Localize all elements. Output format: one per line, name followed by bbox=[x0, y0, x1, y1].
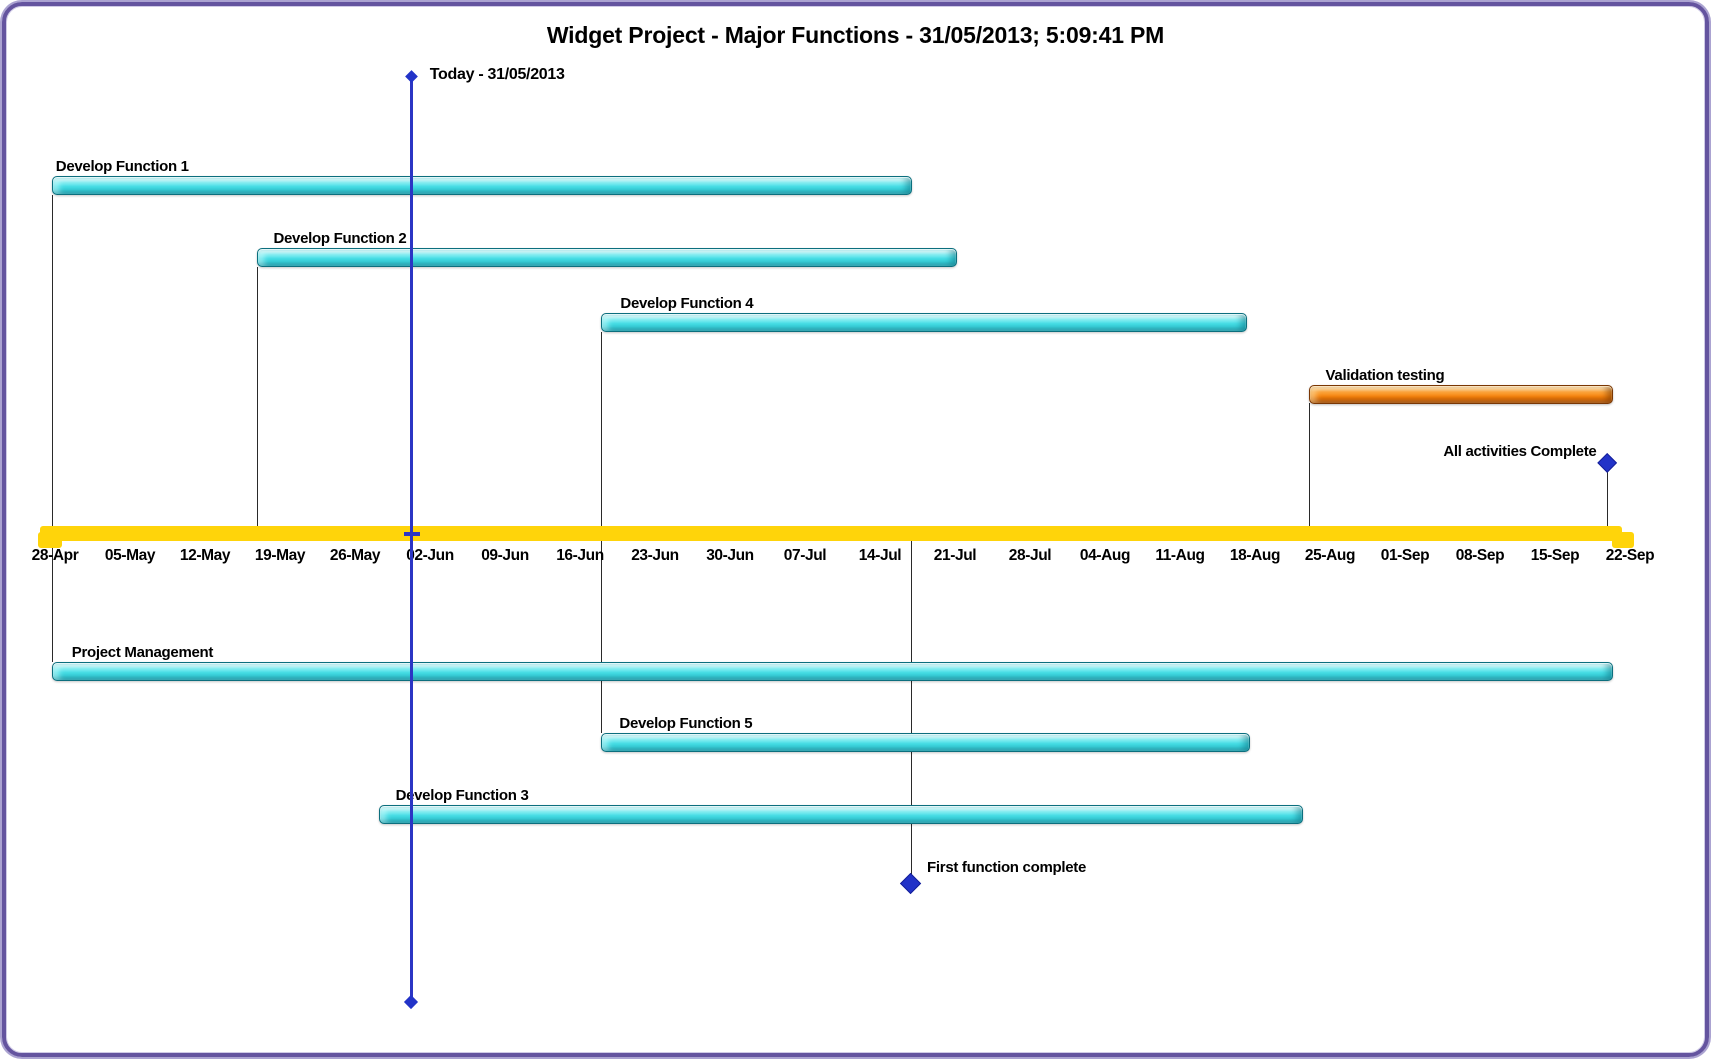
task-bar-develop-function-1 bbox=[51, 176, 913, 195]
milestone-label: All activities Complete bbox=[1443, 443, 1597, 460]
axis-tick-label: 25-Aug bbox=[1304, 547, 1356, 564]
task-bar-develop-function-4 bbox=[601, 313, 1248, 332]
task-bar-develop-function-5 bbox=[601, 733, 1250, 752]
axis-tick-label: 16-Jun bbox=[556, 547, 604, 564]
axis-tick-label: 23-Jun bbox=[631, 547, 679, 564]
today-label: Today - 31/05/2013 bbox=[429, 66, 565, 83]
task-label: Develop Function 3 bbox=[395, 787, 529, 804]
axis-tick-label: 12-May bbox=[179, 547, 231, 564]
time-axis-bar bbox=[40, 526, 1622, 541]
time-axis-end-cap bbox=[1612, 532, 1634, 548]
task-bar-project-management bbox=[51, 662, 1613, 681]
axis-tick-label: 04-Aug bbox=[1079, 547, 1131, 564]
axis-tick-label: 14-Jul bbox=[858, 547, 902, 564]
task-label: Develop Function 2 bbox=[273, 230, 407, 247]
milestone-label: First function complete bbox=[927, 859, 1086, 876]
connector-line bbox=[1308, 403, 1310, 538]
time-axis-start-cap bbox=[38, 532, 62, 548]
today-line-bottom-diamond bbox=[404, 994, 419, 1010]
milestone-diamond-1 bbox=[1597, 452, 1618, 474]
axis-tick-label: 01-Sep bbox=[1380, 547, 1430, 564]
axis-tick-label: 19-May bbox=[254, 547, 306, 564]
connector-line bbox=[1607, 472, 1609, 538]
task-label: Project Management bbox=[71, 644, 214, 661]
task-label: Develop Function 4 bbox=[620, 295, 754, 312]
axis-tick-label: 21-Jul bbox=[933, 547, 977, 564]
task-label: Develop Function 5 bbox=[619, 715, 753, 732]
today-line-top-diamond bbox=[404, 70, 418, 83]
connector-line bbox=[51, 195, 53, 662]
axis-tick-label: 09-Jun bbox=[481, 547, 529, 564]
axis-tick-label: 30-Jun bbox=[706, 547, 754, 564]
axis-tick-label: 05-May bbox=[104, 547, 156, 564]
connector-line bbox=[911, 538, 913, 874]
axis-tick-label: 11-Aug bbox=[1155, 547, 1205, 564]
task-bar-validation-testing bbox=[1308, 385, 1613, 404]
axis-tick-label: 26-May bbox=[329, 547, 381, 564]
axis-tick-label: 07-Jul bbox=[783, 547, 827, 564]
axis-tick-label: 28-Apr bbox=[31, 547, 79, 564]
axis-tick-label: 28-Jul bbox=[1008, 547, 1052, 564]
axis-tick-label: 18-Aug bbox=[1229, 547, 1281, 564]
milestone-diamond-2 bbox=[900, 873, 922, 895]
task-label: Validation testing bbox=[1325, 367, 1445, 384]
connector-line bbox=[257, 267, 259, 538]
today-line bbox=[410, 75, 414, 1003]
axis-tick-label: 15-Sep bbox=[1530, 547, 1580, 564]
axis-tick-label: 08-Sep bbox=[1455, 547, 1505, 564]
axis-tick-label: 02-Jun bbox=[406, 547, 454, 564]
axis-tick-label: 22-Sep bbox=[1605, 547, 1655, 564]
chart-title: Widget Project - Major Functions - 31/05… bbox=[546, 22, 1165, 48]
task-label: Develop Function 1 bbox=[55, 158, 189, 175]
task-bar-develop-function-2 bbox=[257, 248, 958, 267]
today-axis-cap bbox=[403, 532, 420, 536]
task-bar-develop-function-3 bbox=[378, 805, 1304, 824]
